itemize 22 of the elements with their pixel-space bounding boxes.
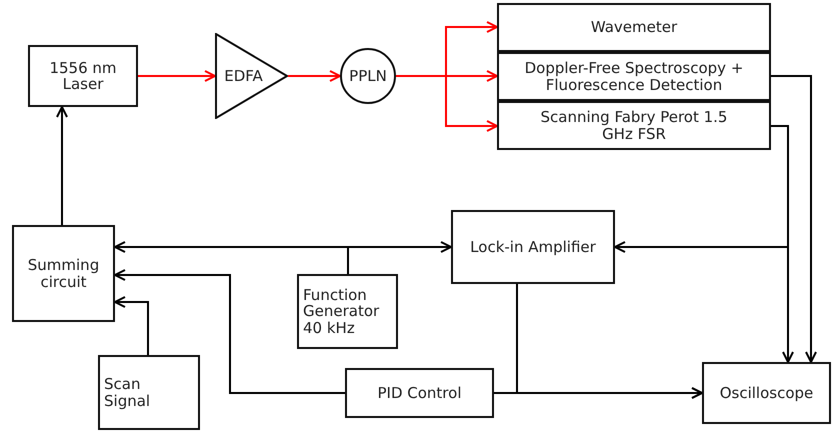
arrow <box>494 387 703 399</box>
instrument-box: Doppler-Free Spectroscopy + Fluorescence Detection <box>497 52 771 101</box>
crystal-circle: PPLN <box>340 48 396 104</box>
arrow <box>614 125 789 253</box>
arrow <box>114 296 149 355</box>
amplifier-triangle: EDFA <box>215 33 288 119</box>
circuit-box: Summing circuit <box>12 225 115 322</box>
instrument-box: Scanning Fabry Perot 1.5 GHz FSR <box>497 101 771 150</box>
laser-box: 1556 nm Laser <box>28 45 138 107</box>
amplifier-box: Lock-in Amplifier <box>451 210 615 284</box>
arrow <box>347 241 452 274</box>
controller-box: PID Control <box>345 368 494 418</box>
generator-box: Function Generator 40 kHz <box>297 274 398 349</box>
arrow <box>771 75 817 363</box>
signal-box: Scan Signal <box>98 355 200 430</box>
arrow <box>288 70 341 82</box>
arrow <box>114 269 345 394</box>
arrow <box>56 106 68 225</box>
arrow <box>138 70 216 82</box>
instrument-box: Wavemeter <box>497 3 771 52</box>
oscilloscope-box: Oscilloscope <box>702 362 831 424</box>
arrow <box>396 75 498 132</box>
